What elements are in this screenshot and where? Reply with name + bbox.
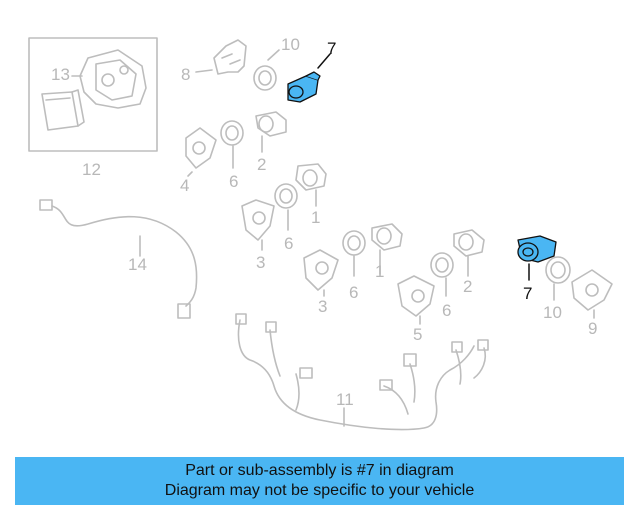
info-banner: Part or sub-assembly is #7 in diagram Di…	[15, 457, 624, 505]
callout-6-d: 6	[442, 301, 452, 320]
parts-diagram	[28, 37, 613, 431]
callout-9: 9	[588, 319, 598, 338]
control-module-group-box	[28, 37, 158, 152]
banner-line-part-info: Part or sub-assembly is #7 in diagram	[185, 462, 454, 479]
callout-6-b: 6	[284, 234, 294, 253]
callout-10-top: 10	[281, 35, 300, 54]
callout-3-b: 3	[318, 297, 328, 316]
callout-6-c: 6	[349, 283, 359, 302]
ring-part-6-b	[274, 183, 298, 231]
ring-part-10-right	[545, 256, 571, 301]
banner-line-disclaimer: Diagram may not be specific to your vehi…	[164, 482, 475, 499]
ring-part-6-a	[220, 120, 244, 169]
callout-12: 12	[82, 160, 101, 179]
control-module-part-12	[41, 89, 85, 131]
callout-13: 13	[51, 65, 70, 84]
callout-10-right: 10	[543, 303, 562, 322]
callout-1-b: 1	[375, 262, 385, 281]
sensor-part-2-b	[453, 229, 485, 277]
harness-part-11	[235, 313, 489, 431]
bracket-part-9	[571, 269, 613, 319]
sensor-part-7-top-highlight	[287, 71, 321, 103]
bracket-part-4	[185, 127, 217, 177]
bracket-part-8	[195, 39, 247, 75]
harness-part-14	[39, 199, 198, 319]
ring-part-6-d	[430, 252, 454, 297]
callout-8: 8	[181, 65, 191, 84]
bracket-part-3-b	[303, 249, 339, 297]
sensor-part-1-b	[371, 223, 403, 275]
callout-5: 5	[413, 325, 423, 344]
callout-7-right: 7	[523, 284, 533, 303]
callout-6-a: 6	[229, 172, 239, 191]
sensor-part-7-right-highlight	[517, 235, 557, 263]
callout-14: 14	[128, 255, 147, 274]
callout-7-top: 7	[327, 39, 337, 58]
callout-11: 11	[336, 390, 354, 409]
callout-3-a: 3	[256, 253, 266, 272]
ring-part-6-c	[342, 230, 366, 277]
ring-part-10-top	[253, 49, 280, 91]
bracket-part-13	[71, 49, 147, 109]
sensor-part-1-a	[295, 163, 327, 207]
sensor-part-2-a	[255, 111, 287, 153]
bracket-part-5	[397, 275, 435, 325]
callout-4: 4	[180, 176, 190, 195]
callout-2-b: 2	[463, 277, 473, 296]
callout-1-a: 1	[311, 208, 321, 227]
bracket-part-3-a	[241, 199, 275, 251]
callout-2-a: 2	[257, 155, 267, 174]
